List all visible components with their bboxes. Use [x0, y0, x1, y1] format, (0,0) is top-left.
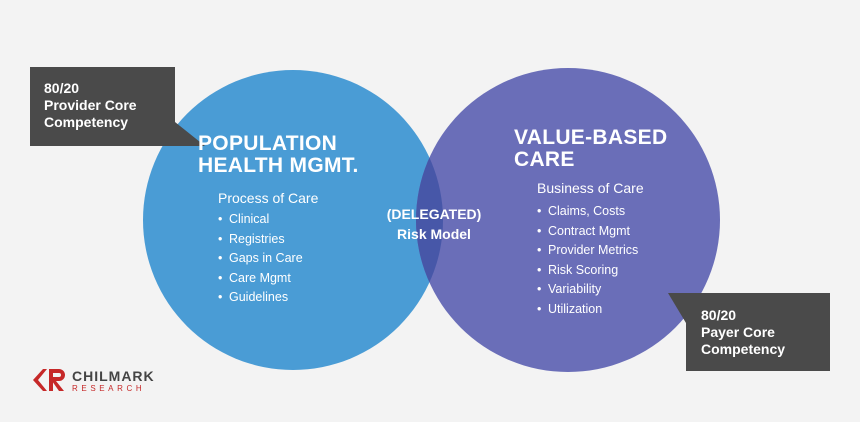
right-bullet-list: Claims, Costs Contract Mgmt Provider Met… — [537, 202, 638, 319]
left-subheading: Process of Care — [218, 190, 319, 206]
logo-wordmark: CHILMARK — [72, 368, 155, 384]
list-item: Guidelines — [218, 288, 303, 308]
overlap-label-line-2: Risk Model — [397, 226, 471, 242]
chilmark-cr-logo-icon — [33, 369, 65, 391]
list-item: Utilization — [537, 300, 638, 320]
chilmark-logo: CHILMARK RESEARCH — [30, 367, 154, 400]
callout-right-line-2: Payer Core — [701, 324, 775, 340]
right-title: VALUE-BASED CARE — [514, 127, 667, 171]
callout-left-text: 80/20 Provider Core Competency — [44, 80, 137, 131]
left-bullet-list: Clinical Registries Gaps in Care Care Mg… — [218, 210, 303, 308]
callout-left-box — [30, 67, 205, 146]
list-item: Gaps in Care — [218, 249, 303, 269]
right-title-line-2: CARE — [514, 148, 575, 171]
list-item: Claims, Costs — [537, 202, 638, 222]
right-subheading: Business of Care — [537, 180, 644, 196]
list-item: Clinical — [218, 210, 303, 230]
list-item: Variability — [537, 280, 638, 300]
list-item: Contract Mgmt — [537, 222, 638, 242]
list-item: Provider Metrics — [537, 241, 638, 261]
left-title: POPULATION HEALTH MGMT. — [198, 133, 359, 177]
list-item: Care Mgmt — [218, 269, 303, 289]
overlap-label: (DELEGATED) Risk Model — [370, 204, 498, 244]
list-item: Risk Scoring — [537, 261, 638, 281]
callout-left-line-1: 80/20 — [44, 80, 80, 96]
callout-right-line-3: Competency — [701, 341, 786, 357]
overlap-label-line-1: (DELEGATED) — [386, 206, 482, 222]
callout-left-line-3: Competency — [44, 114, 129, 130]
left-title-line-2: HEALTH MGMT. — [198, 154, 359, 177]
list-item: Registries — [218, 230, 303, 250]
right-title-line-1: VALUE-BASED — [514, 126, 668, 149]
left-title-line-1: POPULATION — [198, 132, 338, 155]
callout-left-line-2: Provider Core — [44, 97, 137, 113]
logo-subtitle: RESEARCH — [72, 384, 146, 393]
callout-right-box — [668, 293, 830, 371]
callout-right-text: 80/20 Payer Core Competency — [701, 307, 785, 358]
callout-right-line-1: 80/20 — [701, 307, 737, 323]
